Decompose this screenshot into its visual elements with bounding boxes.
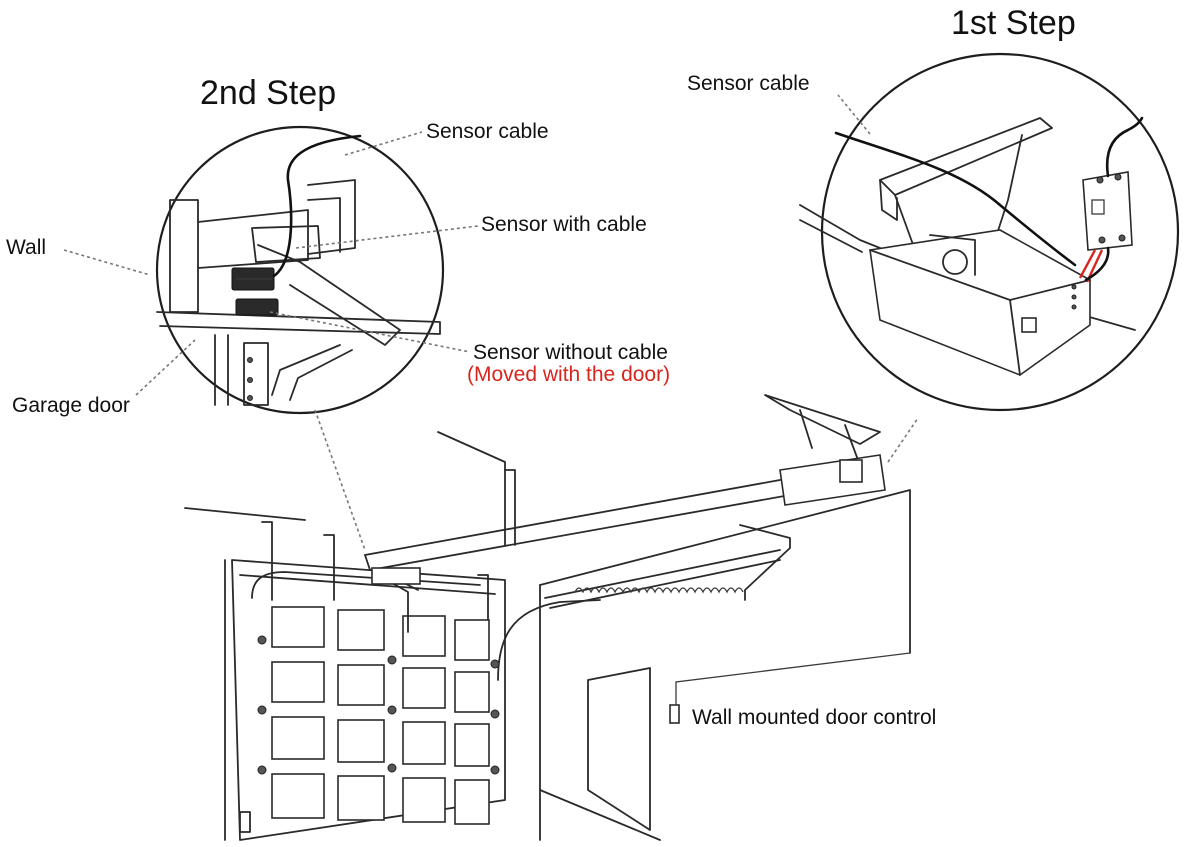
sensor-cable-label-right: Sensor cable [687, 72, 810, 95]
moved-with-door-note: (Moved with the door) [467, 363, 671, 386]
opener-assembly [364, 394, 886, 633]
sensor-without-cable-icon [235, 298, 279, 316]
sensor-without-cable-label: Sensor without cable [473, 341, 668, 364]
detail-circle-first-step [799, 52, 1180, 412]
garage-door [231, 559, 601, 841]
door-hinge-bolts [257, 635, 500, 775]
step-one-heading: 1st Step [951, 4, 1076, 42]
wall-label: Wall [6, 236, 47, 259]
detail-circle-second-step [155, 125, 445, 415]
wall-mounted-door-control-label: Wall mounted door control [692, 706, 937, 729]
step-two-heading: 2nd Step [200, 74, 337, 112]
sensor-cable-label-left: Sensor cable [426, 120, 549, 143]
door-panels [271, 606, 490, 825]
sensor-with-cable-label: Sensor with cable [481, 213, 647, 236]
garage-room [184, 489, 911, 841]
wifi-module-icon [1082, 171, 1133, 251]
wall-control-box [669, 704, 680, 724]
garage-door-label: Garage door [12, 394, 130, 417]
leader-lines [63, 94, 919, 551]
